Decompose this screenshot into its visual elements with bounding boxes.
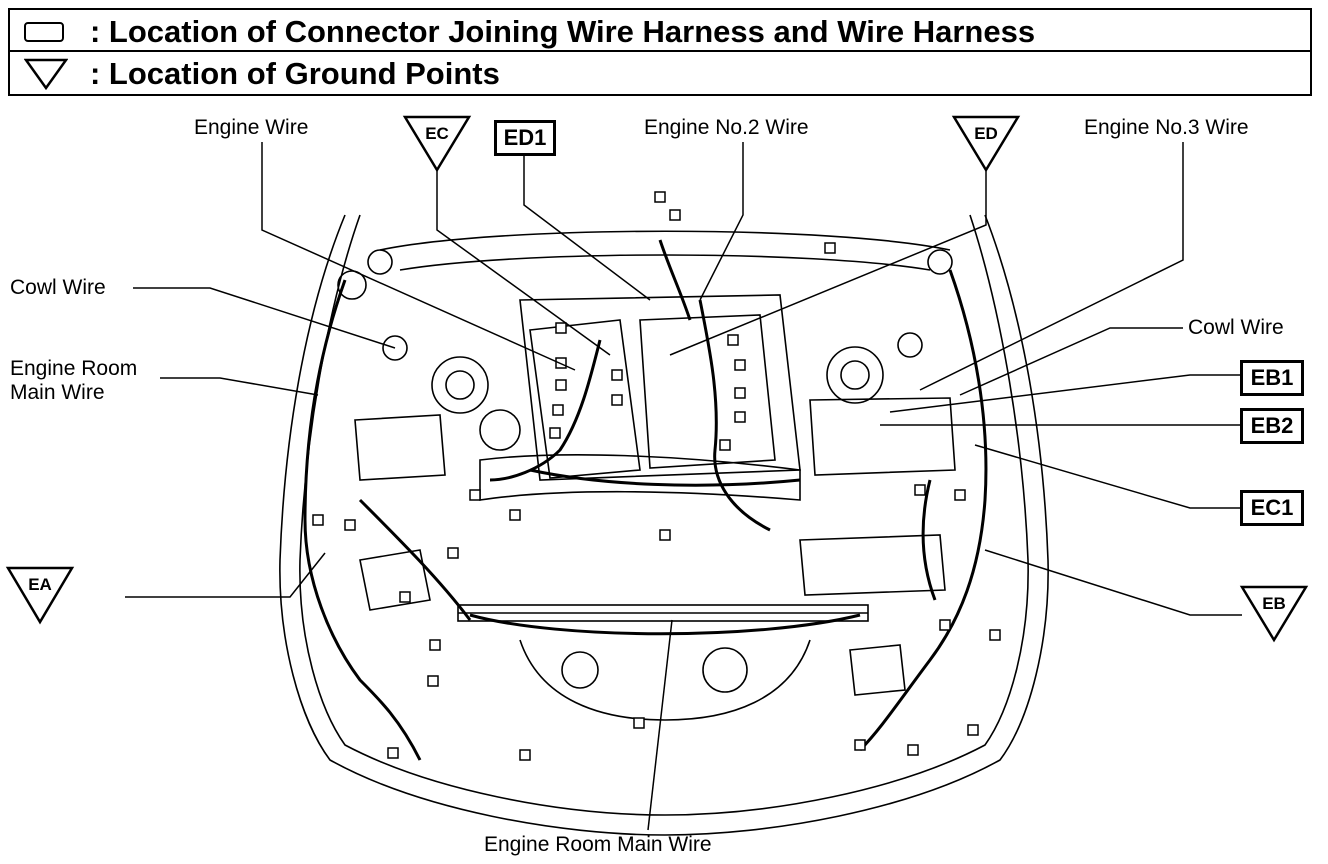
legend-ground-row: : Location of Ground Points (10, 52, 1310, 94)
connector-ed1-box: ED1 (494, 120, 556, 156)
connector-symbol-icon (24, 22, 64, 42)
leader-lines (125, 142, 1242, 831)
connector-ec1-box: EC1 (1240, 490, 1304, 526)
ground-ea-label: EA (28, 575, 52, 594)
legend-ground-text: : Location of Ground Points (90, 56, 500, 91)
connector-eb2-box: EB2 (1240, 408, 1304, 444)
label-engine-room-main-wire-left-1: Engine Room (10, 357, 138, 380)
label-engine-no3-wire: Engine No.3 Wire (1084, 116, 1249, 139)
ground-ed-label: ED (974, 124, 998, 143)
wire-harness-paths (303, 239, 988, 761)
connector-eb1-box: EB1 (1240, 360, 1304, 396)
ground-ec-icon (402, 115, 472, 173)
ground-eb-label: EB (1262, 594, 1286, 613)
label-cowl-wire-left: Cowl Wire (10, 276, 106, 299)
connector-blocks (312, 191, 1001, 761)
legend-box: : Location of Connector Joining Wire Har… (8, 8, 1312, 96)
ground-point-triangles (5, 115, 1309, 643)
label-engine-wire: Engine Wire (194, 116, 309, 139)
label-cowl-wire-right: Cowl Wire (1188, 316, 1284, 339)
label-engine-no2-wire: Engine No.2 Wire (644, 116, 809, 139)
label-engine-room-main-wire-left-2: Main Wire (10, 381, 105, 404)
label-engine-room-main-wire-bottom: Engine Room Main Wire (484, 833, 712, 856)
ground-symbol-icon (24, 58, 68, 90)
ground-eb-icon (1239, 585, 1309, 643)
vehicle-outline (279, 214, 1049, 836)
legend-connector-row: : Location of Connector Joining Wire Har… (10, 10, 1310, 52)
ground-ed-icon (951, 115, 1021, 173)
ground-ea-icon (5, 566, 75, 625)
legend-connector-text: : Location of Connector Joining Wire Har… (90, 14, 1036, 49)
ground-ec-label: EC (425, 124, 449, 143)
